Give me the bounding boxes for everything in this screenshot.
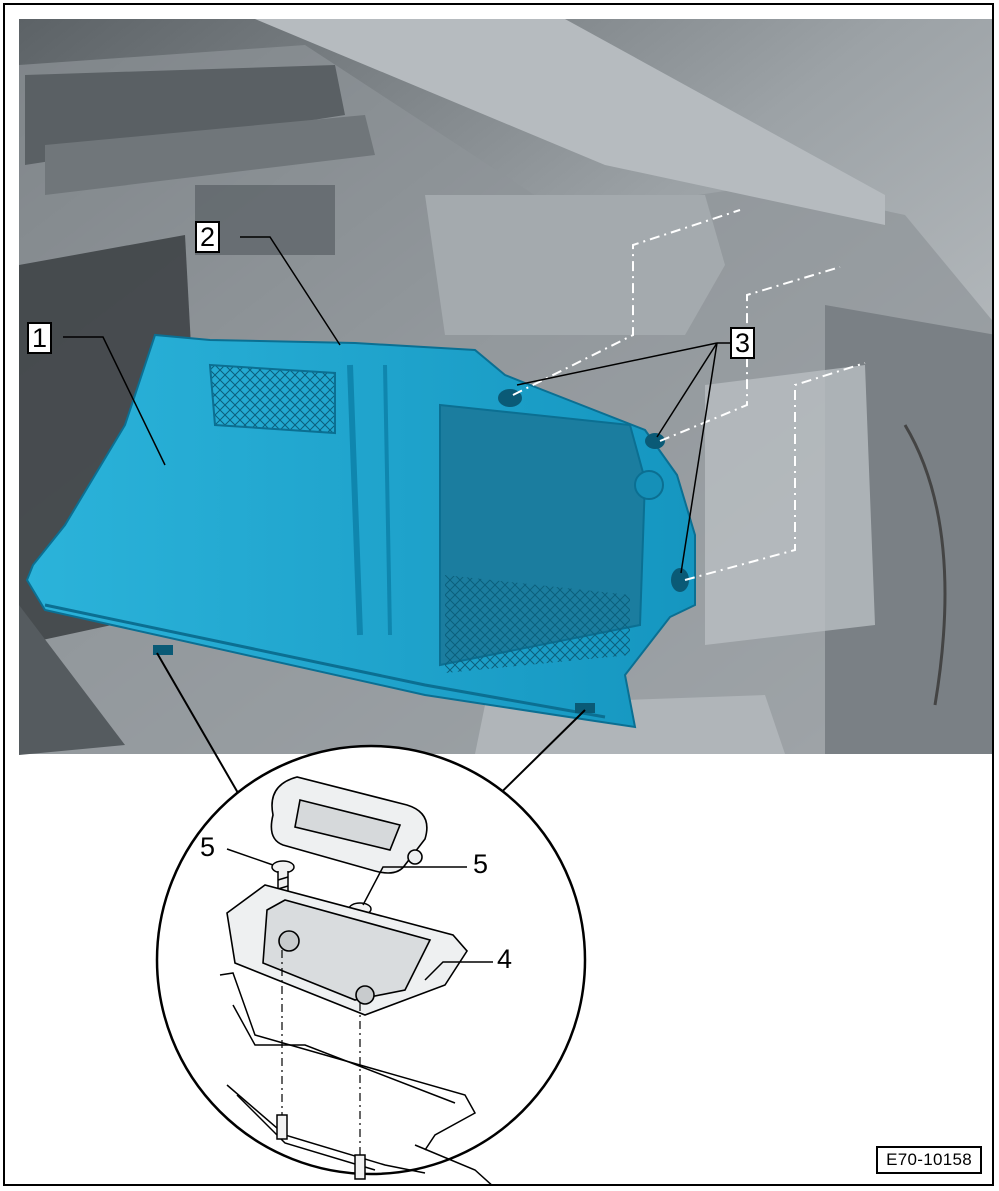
clip-middle xyxy=(645,433,665,449)
callout-4: 4 xyxy=(497,944,513,974)
lashing-eye-bracket xyxy=(226,884,468,1016)
callout-1: 1 xyxy=(27,322,53,354)
lashing-eye-left-mount xyxy=(153,645,173,655)
callout-5-right: 5 xyxy=(473,849,489,879)
assembly-illustration xyxy=(19,19,992,1184)
callout-3: 3 xyxy=(730,327,756,359)
wheel-arch-housing xyxy=(425,195,725,335)
lashing-eye-right-mount xyxy=(575,703,595,713)
clip-lower xyxy=(671,568,689,592)
callout-5-left: 5 xyxy=(200,832,216,862)
detail-magnifier xyxy=(155,652,587,1184)
upper-mesh-pocket xyxy=(208,363,336,435)
lashing-eye-cover xyxy=(270,776,428,874)
detail-leader-lines xyxy=(226,848,493,981)
callout-leader-lines xyxy=(63,236,731,574)
diagram-frame: 1 2 3 4 5 5 E70-10158 xyxy=(3,3,994,1186)
trunk-lid xyxy=(255,19,885,225)
callout-2: 2 xyxy=(195,221,221,253)
alignment-lines xyxy=(281,950,361,1155)
trunk-floor-section xyxy=(219,972,492,1184)
trunk-side-trim-panel xyxy=(25,333,696,729)
clip-leader-lines xyxy=(512,209,866,581)
figure-id-label: E70-10158 xyxy=(876,1146,982,1174)
